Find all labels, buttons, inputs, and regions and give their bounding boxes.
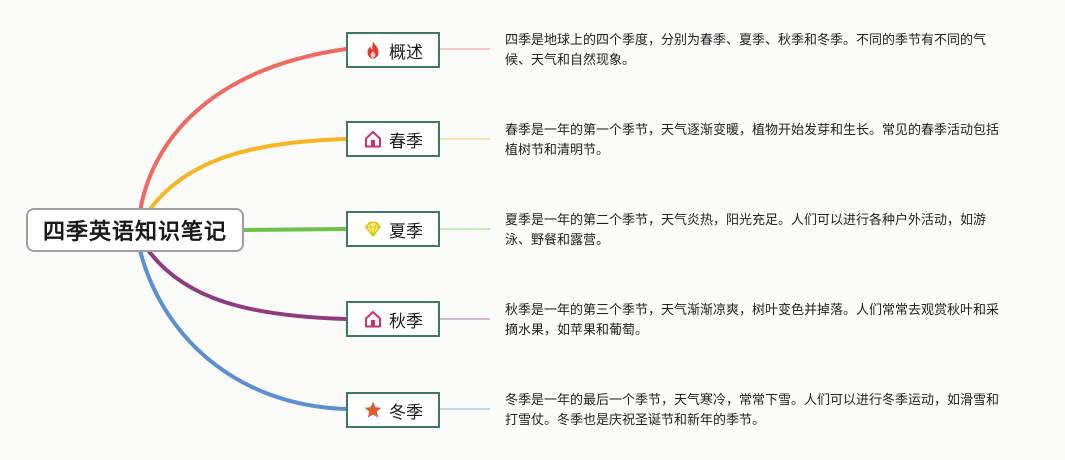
branch-connectors [138, 47, 348, 411]
topic-label: 夏季 [389, 221, 423, 242]
topic-label: 春季 [389, 131, 423, 152]
diamond-icon [363, 219, 383, 239]
description-overview: 四季是地球上的四个季度，分别为春季、夏季、秋季和冬季。不同的季节有不同的气候、天… [505, 33, 987, 68]
branch-line-autumn [146, 248, 348, 321]
topic-winter[interactable]: 冬季 [346, 392, 440, 428]
topic-label: 秋季 [389, 311, 423, 332]
root-topic[interactable]: 四季英语知识笔记 [26, 208, 244, 252]
description-spring: 春季是一年的第一个季节，天气逐渐变暖，植物开始发芽和生长。常见的春季活动包括植树… [505, 123, 1000, 158]
topic-overview[interactable]: 概述 [346, 32, 440, 68]
branch-line-overview [138, 47, 348, 214]
description-winter: 冬季是一年的最后一个季节，天气寒冷，常常下雪。人们可以进行冬季运动，如滑雪和打雪… [505, 393, 1000, 428]
root-title: 四季英语知识笔记 [42, 220, 227, 245]
fire-icon [363, 40, 383, 60]
topic-autumn[interactable]: 秋季 [346, 301, 440, 337]
house-icon [363, 129, 383, 149]
topic-spring[interactable]: 春季 [346, 121, 440, 157]
topic-label: 冬季 [389, 402, 423, 423]
star-icon [363, 400, 383, 420]
topic-label: 概述 [389, 42, 423, 63]
description-autumn: 秋季是一年的第三个季节，天气渐渐凉爽，树叶变色并掉落。人们常常去观赏秋叶和采摘水… [505, 303, 1000, 338]
branch-line-summer [242, 227, 348, 232]
house-icon [363, 309, 383, 329]
branch-line-winter [138, 248, 348, 411]
topic-summer[interactable]: 夏季 [346, 211, 440, 247]
branch-line-spring [146, 137, 348, 214]
description-connectors [440, 48, 490, 410]
description-summer: 夏季是一年的第二个季节，天气炎热，阳光充足。人们可以进行各种户外活动，如游泳、野… [505, 213, 987, 248]
